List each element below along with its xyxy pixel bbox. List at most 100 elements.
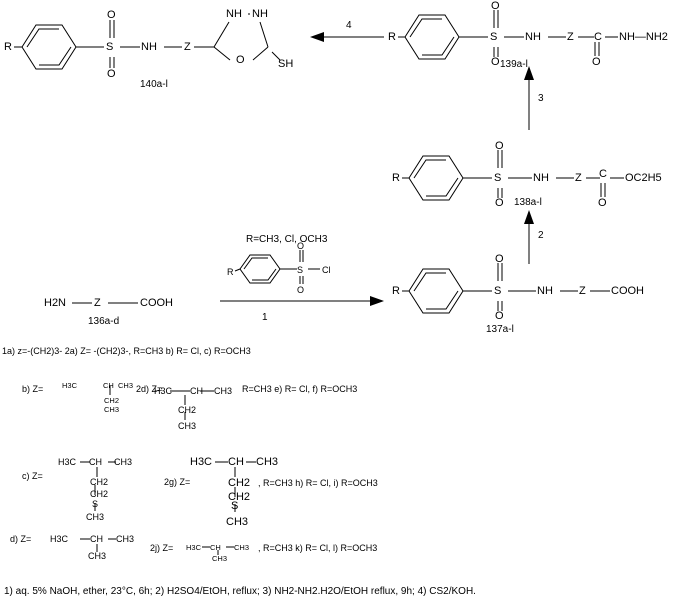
- arrow-1: [220, 296, 384, 306]
- variant-2d-prefix: 2d) Z=: [136, 384, 163, 394]
- oxygen-140-top: O: [107, 9, 116, 21]
- z-140: Z: [184, 41, 191, 53]
- variant-c-ch3-lower: CH3: [86, 512, 105, 522]
- oxadiazolidine-ring: [213, 13, 269, 61]
- oxygen-139-bottom: O: [491, 56, 500, 68]
- variant-2g-s: S: [231, 500, 239, 512]
- arrow-1-label: 1: [262, 312, 268, 323]
- arrow-3: [524, 66, 534, 130]
- sulfur-140: S: [106, 41, 114, 53]
- variant-2j-ch3-lower: CH3: [212, 554, 228, 563]
- r-group-138: R: [392, 172, 400, 184]
- z-136: Z: [94, 297, 101, 309]
- benzene-ring-140: [21, 24, 77, 70]
- nh-ring-left: NH: [226, 8, 242, 20]
- variant-2g-h3c: H3C: [190, 456, 213, 468]
- oxygen-138-top: O: [495, 140, 504, 152]
- sulfur-reagent: S: [297, 265, 304, 275]
- compound-label-137: 137a-l: [486, 324, 514, 335]
- variant-c-ch: CH: [89, 457, 102, 467]
- variant-b-ch: CH: [103, 381, 114, 390]
- variant-2g-ch2-b: CH2: [228, 491, 251, 503]
- z-138: Z: [575, 172, 582, 184]
- oxygen-137-top: O: [495, 253, 504, 265]
- z-137: Z: [579, 285, 586, 297]
- r-group-137: R: [392, 285, 400, 297]
- compound-label-140: 140a-l: [140, 79, 168, 90]
- sh-group: SH: [278, 58, 294, 70]
- ester-138: OC2H5: [625, 172, 662, 184]
- acid-136: COOH: [140, 297, 173, 309]
- arrow-2: [524, 210, 534, 264]
- sulfur-137: S: [494, 285, 502, 297]
- variant-2d-ch3-lower: CH3: [178, 421, 197, 431]
- variant-c-ch3: CH3: [114, 457, 133, 467]
- oxygen-reagent-top: O: [297, 241, 305, 251]
- nh-ring-right: NH: [252, 8, 268, 20]
- oxygen-reagent-bottom: O: [297, 285, 305, 295]
- z-139: Z: [567, 31, 574, 43]
- variant-2j-h3c: H3C: [186, 543, 202, 552]
- variant-c-h3c: H3C: [58, 457, 77, 467]
- reagent-r-definition: R=CH3, Cl, OCH3: [246, 234, 328, 245]
- variant-2j-tail: , R=CH3 k) R= Cl, l) R=OCH3: [258, 543, 378, 553]
- oxygen-140-bottom: O: [107, 68, 116, 80]
- variant-2g-ch2-a: CH2: [228, 477, 251, 489]
- compound-label-136: 136a-d: [88, 316, 120, 327]
- variant-c-prefix: c) Z=: [22, 471, 43, 481]
- oxygen-139-top: O: [491, 0, 500, 12]
- arrow-4: [310, 32, 384, 42]
- branch-2j: [202, 546, 234, 555]
- variant-2d-ch2: CH2: [178, 405, 197, 415]
- variant-2g-ch3: CH3: [256, 456, 279, 468]
- sulfur-139: S: [490, 31, 498, 43]
- variant-d-ch: CH: [90, 534, 103, 544]
- nh-138: NH: [533, 172, 549, 184]
- arrow-4-label: 4: [346, 20, 352, 31]
- benzene-ring-139: [404, 14, 460, 60]
- variant-c-ch2-b: CH2: [90, 489, 109, 499]
- variant-2d-ch3: CH3: [214, 386, 233, 396]
- benzene-ring-137: [408, 268, 464, 314]
- variant-b-ch2: CH2: [104, 396, 120, 405]
- oxygen-ring: O: [236, 54, 245, 66]
- variant-2d-tail: R=CH3 e) R= Cl, f) R=OCH3: [242, 384, 358, 394]
- variant-2g-prefix: 2g) Z=: [164, 477, 191, 487]
- branch-d: [80, 538, 116, 552]
- variant-2g-ch3-lower: CH3: [226, 516, 249, 528]
- variant-2d-ch: CH: [190, 386, 203, 396]
- variant-2j-ch: CH: [210, 543, 221, 552]
- variant-d-ch3: CH3: [116, 534, 135, 544]
- variant-d-prefix: d) Z=: [10, 534, 32, 544]
- compound-label-138: 138a-l: [514, 197, 542, 208]
- benzene-ring-reagent: [239, 254, 281, 284]
- variant-d-h3c: H3C: [50, 534, 69, 544]
- variant-2g-ch: CH: [228, 456, 244, 468]
- variant-line-1: 1a) z=-(CH2)3- 2a) Z= -(CH2)3-, R=CH3 b)…: [2, 346, 251, 356]
- variant-2j-prefix: 2j) Z=: [150, 543, 174, 553]
- carbonyl-c-138: C: [599, 168, 607, 180]
- hydrazide-139: NH—NH2: [619, 31, 668, 43]
- acid-137: COOH: [611, 285, 644, 297]
- variant-b-ch3-lower: CH3: [104, 405, 120, 414]
- variant-b-ch3: CH3: [118, 381, 134, 390]
- benzene-ring-138: [408, 155, 464, 201]
- nh-137: NH: [537, 285, 553, 297]
- variant-c-ch2-a: CH2: [90, 477, 109, 487]
- reaction-conditions-footnote: 1) aq. 5% NaOH, ether, 23°C, 6h; 2) H2SO…: [4, 586, 476, 597]
- r-group-reagent: R: [227, 267, 234, 277]
- nh-139: NH: [525, 31, 541, 43]
- compound-label-139: 139a-l: [500, 59, 528, 70]
- variant-d-ch3-lower: CH3: [88, 551, 107, 561]
- branch-2g: [215, 461, 256, 512]
- oxygen-138-bottom: O: [495, 197, 504, 209]
- carbonyl-o-139: O: [592, 56, 601, 68]
- variant-c-s: S: [92, 499, 99, 509]
- nh-140: NH: [141, 41, 157, 53]
- sulfur-138: S: [494, 172, 502, 184]
- amine-136: H2N: [44, 297, 67, 309]
- arrow-2-label: 2: [538, 230, 544, 241]
- variant-b-h3c: H3C: [62, 381, 78, 390]
- r-group-140: R: [4, 41, 12, 53]
